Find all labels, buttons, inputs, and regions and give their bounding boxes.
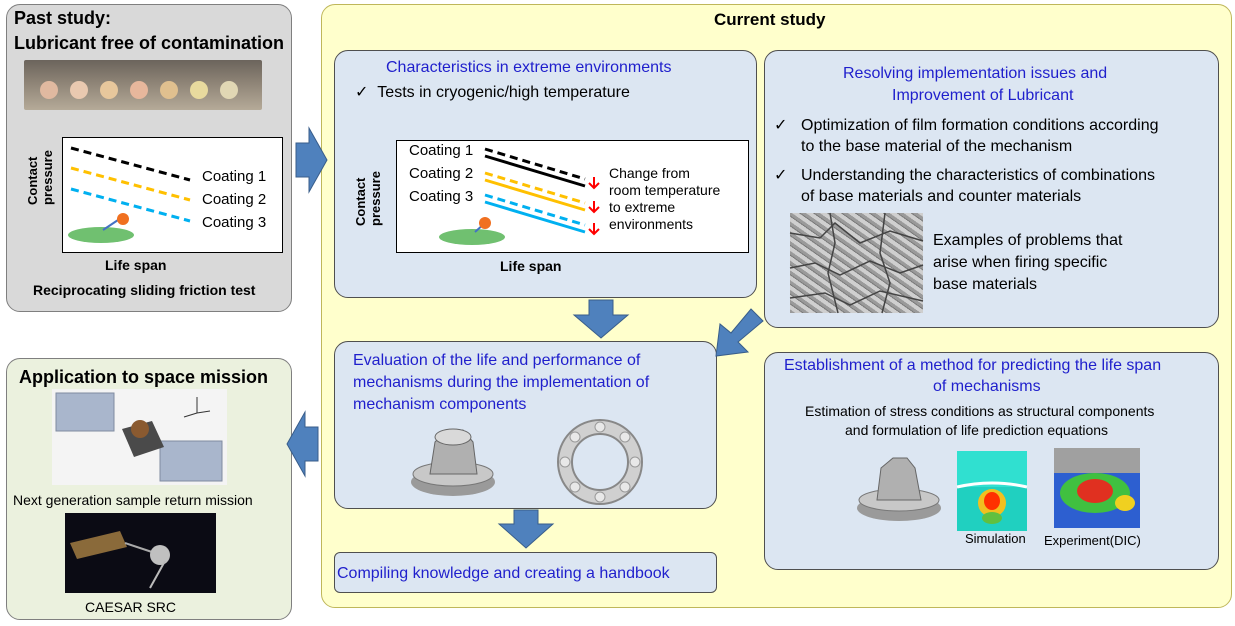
past-x-axis-label: Life span xyxy=(105,257,167,273)
evaluation-title-line3: mechanism components xyxy=(353,396,527,413)
bearing-icon xyxy=(557,419,643,505)
caesar-src-caption: CAESAR SRC xyxy=(85,599,177,615)
char-y-axis-line1: Contact xyxy=(353,177,368,226)
past-y-axis-line1: Contact xyxy=(25,156,40,205)
change-line-2: room temperature xyxy=(609,182,721,198)
change-line-3: to extreme xyxy=(609,199,676,215)
application-panel: Application to space mission Next genera… xyxy=(6,358,292,620)
example-line-2: arise when firing specific xyxy=(933,254,1108,271)
past-coating-1-label: Coating 1 xyxy=(202,168,267,185)
char-x-axis-label: Life span xyxy=(500,258,562,274)
change-arrow-icon xyxy=(588,177,600,236)
past-study-subtitle: Lubricant free of contamination xyxy=(14,33,285,53)
char-coating-2-label: Coating 2 xyxy=(409,165,474,182)
crack-pattern xyxy=(789,212,924,314)
establishment-desc-line2: and formulation of life prediction equat… xyxy=(845,422,1109,438)
caesar-src-image xyxy=(65,513,216,593)
experiment-dic-label: Experiment(DIC) xyxy=(1044,533,1141,548)
establishment-graphics xyxy=(857,448,1140,531)
characteristics-bullet-text: Tests in cryogenic/high temperature xyxy=(377,84,630,101)
gear-icon xyxy=(857,457,941,521)
evaluation-title-line2: mechanisms during the implementation of xyxy=(353,374,650,391)
caesar-graphic xyxy=(70,531,170,589)
resolving-bullet-1: ✓ Optimization of film formation conditi… xyxy=(774,115,1159,155)
characteristics-coating-lines xyxy=(439,147,600,245)
resolving-bullet-2-line2: of base materials and counter materials xyxy=(801,188,1082,205)
simulation-label: Simulation xyxy=(965,531,1026,546)
dic-experiment-image xyxy=(1054,448,1140,528)
sample-dishes-graphic xyxy=(40,81,238,99)
resolving-panel: Resolving implementation issues and Impr… xyxy=(764,50,1219,328)
pin-on-disk-icon xyxy=(68,227,134,243)
sample-return-spacecraft-image xyxy=(52,389,227,485)
past-y-axis-line2: pressure xyxy=(40,150,55,205)
check-icon: ✓ xyxy=(774,117,788,134)
resolving-bullet-2-line1: Understanding the characteristics of com… xyxy=(801,167,1155,184)
establishment-panel: Establishment of a method for predicting… xyxy=(764,352,1219,570)
handbook-box: Compiling knowledge and creating a handb… xyxy=(334,552,717,593)
characteristics-panel: Characteristics in extreme environments … xyxy=(334,50,757,298)
characteristics-title: Characteristics in extreme environments xyxy=(386,59,672,76)
resolving-title-line2: Improvement of Lubricant xyxy=(892,87,1074,104)
resolving-title-line1: Resolving implementation issues and xyxy=(843,65,1108,82)
past-study-panel: Past study: Lubricant free of contaminat… xyxy=(6,4,292,312)
cracked-film-photo xyxy=(789,212,924,314)
change-line-1: Change from xyxy=(609,165,690,181)
resolving-bullet-1-line1: Optimization of film formation condition… xyxy=(801,117,1159,134)
current-study-title: Current study xyxy=(714,10,826,29)
gear-icon xyxy=(411,428,495,496)
establishment-desc-line1: Estimation of stress conditions as struc… xyxy=(805,403,1155,419)
past-test-caption: Reciprocating sliding friction test xyxy=(33,282,256,298)
past-coating-lines xyxy=(68,146,191,243)
change-line-4: environments xyxy=(609,216,694,232)
example-problems-text: Examples of problems that arise when fir… xyxy=(933,230,1122,296)
sample-return-caption: Next generation sample return mission xyxy=(13,492,253,508)
char-y-axis-line2: pressure xyxy=(368,171,383,226)
simulation-image xyxy=(956,451,1028,531)
past-chart-box: Coating 1 Coating 2 Coating 3 xyxy=(62,137,283,253)
example-line-1: Examples of problems that xyxy=(933,232,1123,249)
resolving-bullet-2: ✓ Understanding the characteristics of c… xyxy=(774,165,1155,205)
spacecraft-graphic xyxy=(55,392,223,482)
check-icon: ✓ xyxy=(774,167,788,184)
past-y-axis-label: Contact pressure xyxy=(25,150,55,205)
handbook-text: Compiling knowledge and creating a handb… xyxy=(337,565,670,582)
evaluation-graphics xyxy=(411,419,643,505)
char-coating-3-label: Coating 3 xyxy=(409,188,474,205)
establishment-title-line2: of mechanisms xyxy=(933,378,1041,395)
application-title: Application to space mission xyxy=(19,367,269,387)
establishment-title-line1: Establishment of a method for predicting… xyxy=(784,357,1162,374)
characteristics-chart-box: Coating 1 Coating 2 Coating 3 Change fro… xyxy=(396,140,749,253)
lubricant-samples-photo xyxy=(24,60,262,110)
past-coating-3-label: Coating 3 xyxy=(202,214,267,231)
pin-on-disk-icon xyxy=(439,229,505,245)
example-line-3: base materials xyxy=(933,276,1038,293)
evaluation-title: Evaluation of the life and performance o… xyxy=(353,350,649,416)
characteristics-bullet: ✓ Tests in cryogenic/high temperature xyxy=(355,82,630,102)
change-from-text: Change from room temperature to extreme … xyxy=(609,165,720,233)
char-coating-1-label: Coating 1 xyxy=(409,142,474,159)
evaluation-title-line1: Evaluation of the life and performance o… xyxy=(353,352,641,369)
past-study-title: Past study: xyxy=(14,8,112,28)
resolving-bullet-1-line2: to the base material of the mechanism xyxy=(801,138,1073,155)
check-icon: ✓ xyxy=(355,84,369,101)
evaluation-panel: Evaluation of the life and performance o… xyxy=(334,341,717,509)
past-coating-2-label: Coating 2 xyxy=(202,191,267,208)
char-y-axis-label: Contact pressure xyxy=(353,171,383,226)
